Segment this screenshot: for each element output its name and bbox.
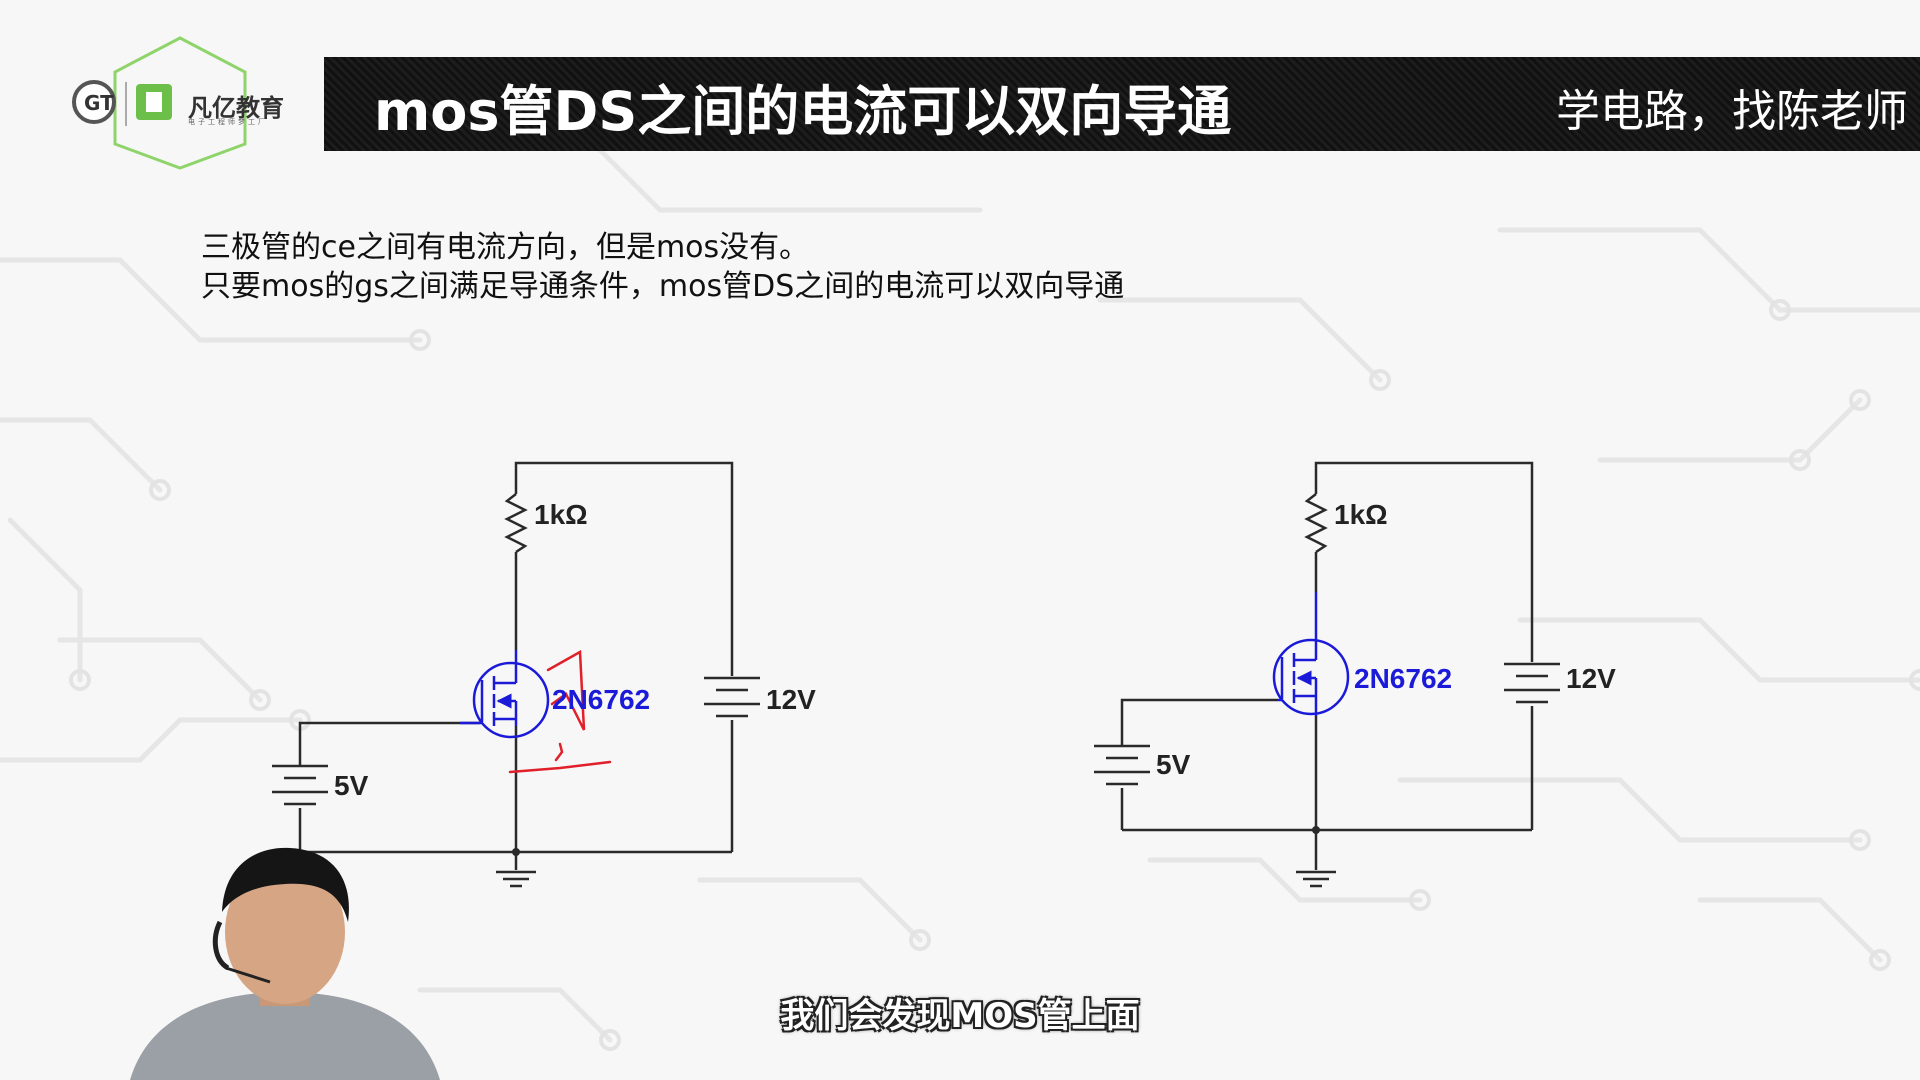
logo-mark-text: GT: [84, 91, 114, 115]
left-12v-battery: [704, 676, 760, 718]
left-circuit: 1kΩ 2N6762 12V 5V: [272, 461, 816, 888]
title-bar: mos管DS之间的电流可以双向导通 学电路，找陈老师: [324, 57, 1920, 151]
brand-logo: GT: [70, 34, 300, 174]
left-5v-label: 5V: [334, 770, 369, 801]
presenter-webcam: [130, 847, 440, 1080]
left-resistor-label: 1kΩ: [534, 499, 588, 530]
right-12v-label: 12V: [1566, 663, 1616, 694]
left-mosfet-label: 2N6762: [552, 684, 650, 715]
logo-tagline: 电子工程师梦工厂: [188, 118, 268, 126]
description-line-2: 只要mos的gs之间满足导通条件，mos管DS之间的电流可以双向导通: [201, 269, 1125, 304]
left-resistor: [504, 493, 528, 554]
right-circuit: 1kΩ 2N6762 12V 5V: [1094, 461, 1616, 888]
description-text: 三极管的ce之间有电流方向，但是mos没有。 只要mos的gs之间满足导通条件，…: [201, 228, 1124, 306]
slide-title: mos管DS之间的电流可以双向导通: [374, 80, 1232, 143]
right-mosfet-icon: [1272, 592, 1350, 716]
left-mosfet-icon: [460, 650, 550, 739]
logo-brand-text: 凡亿教育: [188, 94, 284, 122]
right-mosfet-label: 2N6762: [1354, 663, 1452, 694]
description-line-1: 三极管的ce之间有电流方向，但是mos没有。: [201, 230, 810, 265]
logo-hexagon-icon: GT: [72, 36, 247, 170]
right-5v-battery: [1094, 744, 1150, 786]
left-12v-label: 12V: [766, 684, 816, 715]
right-resistor: [1304, 493, 1328, 554]
slogan: 学电路，找陈老师: [1556, 86, 1908, 137]
right-5v-label: 5V: [1156, 749, 1191, 780]
left-5v-battery: [272, 764, 328, 806]
video-subtitle: 我们会发现MOS管上面: [780, 996, 1140, 1036]
right-resistor-label: 1kΩ: [1334, 499, 1388, 530]
right-12v-battery: [1504, 662, 1560, 704]
red-annotation: [508, 649, 612, 774]
